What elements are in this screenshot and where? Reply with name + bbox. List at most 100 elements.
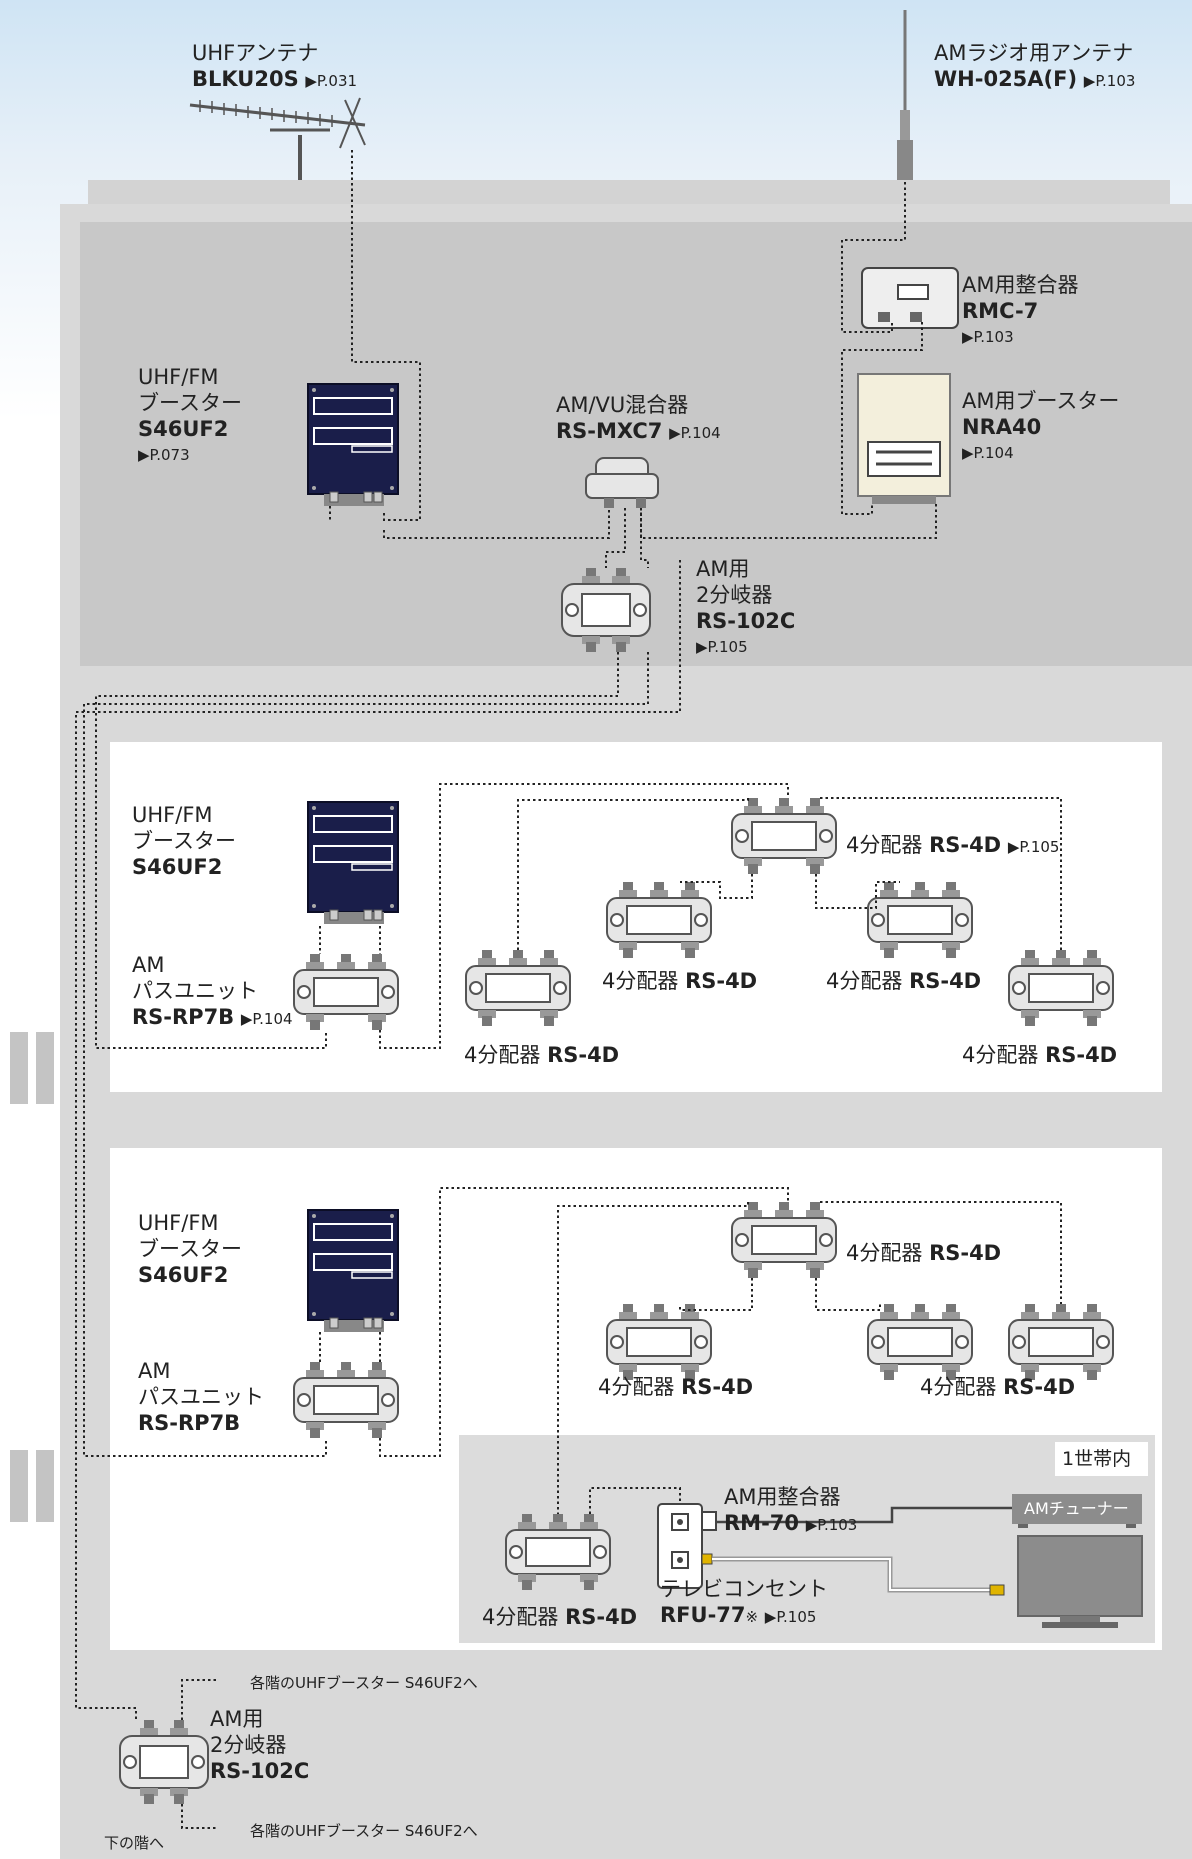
roof-splitter-page-link[interactable]: ▶P.105 <box>696 638 748 656</box>
am-booster-label: AM用ブースター NRA40 ▶P.104 <box>962 388 1119 466</box>
uhf-booster-roof-label: UHF/FM ブースター S46UF2 ▶P.073 <box>138 364 242 468</box>
am-matcher-name: AM用整合器 <box>962 273 1079 297</box>
bottom-splitter-model: RS-102C <box>210 1759 310 1783</box>
floor1-main-splitter-label: 4分配器 RS-4D ▶P.105 <box>846 832 1059 860</box>
floor1-mid-splitter-name: 4分配器 <box>826 969 903 993</box>
mixer-label: AM/VU混合器 RS-MXC7 ▶P.104 <box>556 392 721 446</box>
uhf-booster-roof-model: S46UF2 <box>138 417 229 441</box>
floor1-pass-unit-model: RS-RP7B <box>132 1005 235 1029</box>
bottom-splitter-name1: AM用 <box>210 1707 264 1731</box>
floor2-booster-name2: ブースター <box>138 1237 242 1261</box>
bottom-splitter-label: AM用 2分岐器 RS-102C <box>210 1706 309 1784</box>
floor2-left-splitter-model: RS-4D <box>681 1375 754 1399</box>
floor1-far-left-splitter-model: RS-4D <box>547 1043 620 1067</box>
am-booster-nra40-icon <box>857 373 951 504</box>
floor2-left-splitter-name: 4分配器 <box>598 1375 675 1399</box>
mixer-page-link[interactable]: ▶P.104 <box>669 424 721 442</box>
am-booster-name: AM用ブースター <box>962 389 1120 413</box>
household-label-box <box>1055 1442 1148 1476</box>
roof-splitter-name2: 2分岐器 <box>696 583 773 607</box>
floor2-right-splitter-name: 4分配器 <box>920 1375 997 1399</box>
am-tuner-icon <box>1012 1494 1142 1528</box>
am-antenna-icon <box>897 10 913 180</box>
floor2-right-splitter-label: 4分配器 RS-4D <box>920 1374 1075 1400</box>
stair-marks <box>10 1032 54 1522</box>
floor1-main-splitter-page-link[interactable]: ▶P.105 <box>1007 838 1060 856</box>
mixer-name: AM/VU混合器 <box>556 393 689 417</box>
tv-outlet-note: ※ <box>745 1608 759 1626</box>
floor2-main-splitter-model: RS-4D <box>929 1241 1002 1265</box>
floor2-main-splitter-label: 4分配器 RS-4D <box>846 1240 1001 1266</box>
floor1-pass-unit-label: AM パスユニット RS-RP7B ▶P.104 <box>132 952 293 1032</box>
household-matcher-page-link[interactable]: ▶P.103 <box>805 1516 858 1534</box>
mixer-model: RS-MXC7 <box>556 419 663 443</box>
uhf-booster-roof-icon <box>307 383 399 507</box>
roof-splitter-label: AM用 2分岐器 RS-102C ▶P.105 <box>696 556 795 660</box>
household-label: 1世帯内 <box>1062 1448 1132 1470</box>
floor1-main-splitter-model: RS-4D <box>929 833 1002 857</box>
floor1-left-splitter-model: RS-4D <box>685 969 758 993</box>
uhf-booster-floor1-icon <box>307 801 399 925</box>
floor1-mid-splitter-label: 4分配器 RS-4D <box>826 968 981 994</box>
am-matcher-page-link[interactable]: ▶P.103 <box>962 328 1014 346</box>
mixer-icon <box>585 457 659 508</box>
household-matcher-model: RM-70 <box>724 1511 800 1535</box>
floor2-booster-label: UHF/FM ブースター S46UF2 <box>138 1210 242 1288</box>
tv-outlet-model: RFU-77 <box>660 1603 746 1627</box>
floor1-pass-unit-name2: パスユニット <box>132 979 258 1003</box>
uhf-booster-roof-page-link[interactable]: ▶P.073 <box>138 446 190 464</box>
floor1-left-splitter-name: 4分配器 <box>602 969 679 993</box>
tv-icon <box>1017 1535 1143 1628</box>
tv-outlet-icon <box>657 1503 717 1589</box>
floor1-pass-unit-page-link[interactable]: ▶P.104 <box>240 1010 293 1028</box>
am-matcher-label: AM用整合器 RMC-7 ▶P.103 <box>962 272 1078 350</box>
uhf-booster-floor2-icon <box>307 1209 399 1333</box>
floor2-right-splitter-model: RS-4D <box>1003 1375 1076 1399</box>
floor1-booster-model: S46UF2 <box>132 855 223 879</box>
household-splitter-label: 4分配器 RS-4D <box>482 1604 637 1630</box>
uhf-antenna-page-link[interactable]: ▶P.031 <box>305 72 358 90</box>
floor2-main-splitter-name: 4分配器 <box>846 1241 923 1265</box>
uhf-antenna-model: BLKU20S <box>192 67 299 91</box>
signal-cables <box>75 150 1062 1829</box>
bottom-splitter-name2: 2分岐器 <box>210 1733 287 1757</box>
uhf-antenna-icon <box>189 97 366 180</box>
am-booster-model: NRA40 <box>962 415 1042 439</box>
to-each-floor-bottom-label: 各階のUHFブースター S46UF2へ <box>250 1822 478 1840</box>
to-each-floor-top-label: 各階のUHFブースター S46UF2へ <box>250 1674 478 1692</box>
uhf-booster-roof-name2: ブースター <box>138 391 242 415</box>
to-lower-floor-label: 下の階へ <box>104 1834 165 1852</box>
floor2-booster-name1: UHF/FM <box>138 1211 219 1235</box>
floor1-main-splitter-name: 4分配器 <box>846 833 923 857</box>
floor1-booster-label: UHF/FM ブースター S46UF2 <box>132 802 236 880</box>
uhf-antenna-name: UHFアンテナ <box>192 41 319 65</box>
floor1-far-left-splitter-name: 4分配器 <box>464 1043 541 1067</box>
household-matcher-label: AM用整合器 RM-70 ▶P.103 <box>724 1484 857 1538</box>
floor1-booster-name2: ブースター <box>132 829 236 853</box>
floor1-left-splitter-label: 4分配器 RS-4D <box>602 968 757 994</box>
uhf-booster-roof-name1: UHF/FM <box>138 365 219 389</box>
roof-splitter-model: RS-102C <box>696 609 796 633</box>
floor2-pass-unit-label: AM パスユニット RS-RP7B <box>138 1358 264 1436</box>
floor2-booster-model: S46UF2 <box>138 1263 229 1287</box>
am-matcher-model: RMC-7 <box>962 299 1039 323</box>
am-booster-page-link[interactable]: ▶P.104 <box>962 444 1014 462</box>
floor1-far-left-splitter-label: 4分配器 RS-4D <box>464 1042 619 1068</box>
floor2-pass-unit-model: RS-RP7B <box>138 1411 241 1435</box>
floor1-pass-unit-name1: AM <box>132 953 165 977</box>
am-antenna-page-link[interactable]: ▶P.103 <box>1083 72 1136 90</box>
am-antenna-model: WH-025A(F) <box>934 67 1078 91</box>
tv-outlet-label: テレビコンセント RFU-77※ ▶P.105 <box>660 1576 828 1630</box>
tv-outlet-name: テレビコンセント <box>660 1577 828 1601</box>
am-antenna-name: AMラジオ用アンテナ <box>934 41 1134 65</box>
floor1-far-right-splitter-name: 4分配器 <box>962 1043 1039 1067</box>
tv-outlet-page-link[interactable]: ▶P.105 <box>764 1608 817 1626</box>
household-splitter-model: RS-4D <box>565 1605 638 1629</box>
am-matcher-rmc7-icon <box>861 267 959 329</box>
floor1-far-right-splitter-label: 4分配器 RS-4D <box>962 1042 1117 1068</box>
floor2-pass-unit-name2: パスユニット <box>138 1385 264 1409</box>
floor1-mid-splitter-model: RS-4D <box>909 969 982 993</box>
floor1-far-right-splitter-model: RS-4D <box>1045 1043 1118 1067</box>
floor2-pass-unit-name1: AM <box>138 1359 171 1383</box>
